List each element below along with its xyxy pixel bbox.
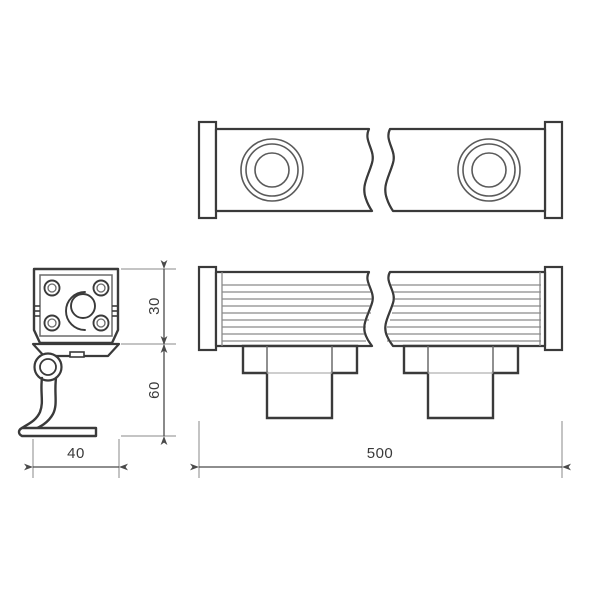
- end-view-lens: [65, 291, 96, 331]
- front-view-left-end-cap: [197, 265, 218, 352]
- front-view-left-bracket: [241, 344, 359, 420]
- end-view-lower-flange: [31, 342, 121, 358]
- top-view: [197, 120, 564, 220]
- dimension-bracket-height: 60: [121, 336, 176, 445]
- top-view-break-line-right: [384, 128, 395, 212]
- end-view-flange-notch: [69, 351, 85, 358]
- screw-top-right: [92, 279, 110, 297]
- front-view-right-body: [384, 270, 547, 348]
- lens-inner-ring: [254, 152, 290, 188]
- dimension-overall-width: 40: [24, 439, 128, 478]
- screw-inner: [96, 318, 106, 328]
- front-view-right-end-cap: [543, 265, 564, 352]
- front-view: [197, 265, 564, 420]
- end-view-pivot-knuckle-inner: [39, 358, 57, 376]
- dimension-label-40: 40: [67, 445, 85, 462]
- lens-inner-circle: [70, 293, 96, 319]
- front-view-right-bracket: [402, 344, 520, 420]
- end-view-side-serrations-right: [112, 305, 118, 317]
- screw-inner: [96, 283, 106, 293]
- screw-bottom-left: [43, 314, 61, 332]
- dimension-label-500: 500: [367, 445, 394, 462]
- dimension-label-60: 60: [146, 381, 163, 399]
- end-view: [17, 267, 121, 438]
- end-view-base-plate: [17, 426, 98, 438]
- top-view-right-end-cap: [543, 120, 564, 220]
- end-view-side-serrations: [34, 305, 40, 317]
- screw-bottom-right: [92, 314, 110, 332]
- screw-inner: [47, 318, 57, 328]
- front-view-fins-left: [222, 284, 372, 342]
- lens-inner-ring: [471, 152, 507, 188]
- end-view-bracket-arm-left: [20, 376, 44, 430]
- top-view-left-lens: [240, 138, 304, 202]
- top-view-right-lens: [457, 138, 521, 202]
- dimension-overall-length: 500: [190, 421, 571, 478]
- end-view-screws: [43, 279, 110, 332]
- front-view-break-line-right: [384, 271, 395, 347]
- front-view-break-line-left: [363, 271, 374, 347]
- front-view-fins-right: [386, 284, 541, 342]
- screw-top-left: [43, 279, 61, 297]
- lens-crescent: [65, 291, 86, 331]
- screw-inner: [47, 283, 57, 293]
- front-view-left-body: [214, 270, 374, 348]
- top-view-break-line-left: [363, 128, 374, 212]
- dimension-label-30: 30: [146, 297, 163, 315]
- top-view-left-end-cap: [197, 120, 218, 220]
